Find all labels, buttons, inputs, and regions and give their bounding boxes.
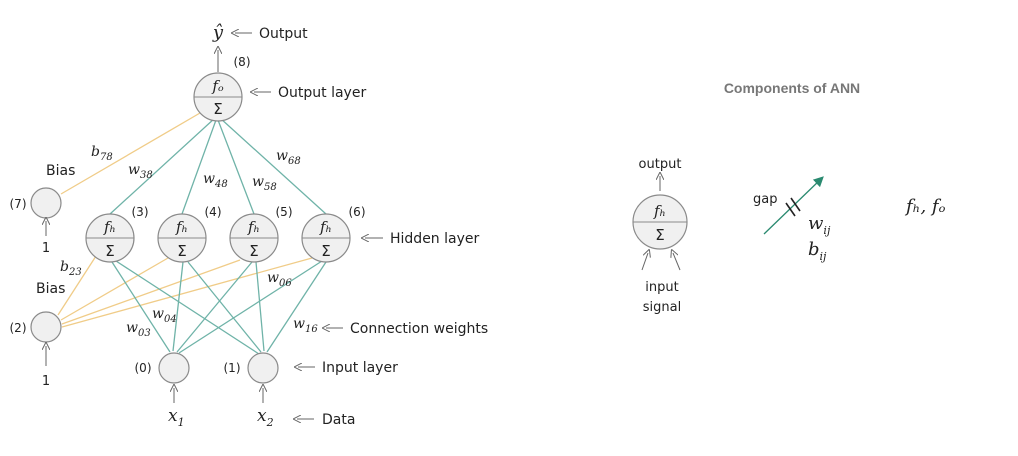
hidden-node-fn: fₕ	[319, 218, 332, 236]
connection-weights-label: Connection weights	[350, 321, 488, 337]
component-bias: bij	[808, 239, 827, 263]
output-node-fn: fₒ	[211, 77, 224, 95]
x2-symbol: x2	[257, 406, 274, 429]
input-node-index-1: (1)	[224, 361, 241, 375]
edge-x0-h5	[176, 261, 253, 353]
input-layer-label: Input layer	[322, 360, 398, 376]
component-input-arrow-left	[641, 253, 648, 271]
bias-node-2	[30, 311, 62, 343]
weight-w16: w16	[293, 316, 318, 335]
weight-w03: w03	[126, 320, 151, 339]
x1-symbol: x1	[168, 406, 185, 429]
output-node: fₒ Σ	[193, 72, 243, 122]
component-input-arrow-right	[673, 253, 681, 271]
component-input-label: input	[645, 280, 678, 295]
component-output-label: output	[639, 157, 682, 172]
edge-x1-h5	[255, 261, 265, 352]
weight-b23: b23	[60, 259, 82, 278]
hidden-node-sum: Σ	[249, 242, 258, 260]
edge-group	[57, 112, 327, 355]
hidden-node-6: fₕ Σ	[301, 213, 351, 263]
hidden-node-4: fₕ Σ	[157, 213, 207, 263]
component-activation-functions: fₕ, fₒ	[904, 196, 946, 217]
edge-x0-h4	[172, 261, 184, 352]
bias-top-label: Bias	[46, 163, 75, 179]
components-title: Components of ANN	[724, 80, 860, 96]
output-node-sum: Σ	[213, 100, 222, 118]
edge-x0-h6	[178, 260, 323, 354]
edge-bias2-h6	[61, 257, 313, 328]
bias-top-value: 1	[42, 241, 50, 256]
weight-w04: w04	[152, 306, 177, 325]
hidden-node-5: fₕ Σ	[229, 213, 279, 263]
component-neuron: fₕ Σ	[632, 194, 688, 250]
edge-h3-output	[109, 117, 216, 215]
weight-w68: w68	[276, 148, 301, 167]
bias-bottom-value: 1	[42, 374, 50, 389]
hidden-node-3: fₕ Σ	[85, 213, 135, 263]
hidden-node-index-6: (6)	[349, 205, 366, 219]
weight-w48: w48	[203, 171, 228, 190]
input-node-index-0: (0)	[135, 361, 152, 375]
hidden-node-fn: fₕ	[247, 218, 260, 236]
hidden-node-index-5: (5)	[276, 205, 293, 219]
component-neuron-sum: Σ	[655, 226, 664, 244]
bias-node-7	[30, 187, 62, 219]
weight-w58: w58	[252, 174, 277, 193]
edge-bias2-h5	[61, 259, 241, 325]
edge-x0-h3	[111, 261, 171, 353]
bias-bottom-index: (2)	[10, 321, 27, 335]
hidden-layer-label: Hidden layer	[390, 231, 479, 247]
component-neuron-fn: fₕ	[653, 202, 666, 220]
hidden-node-fn: fₕ	[175, 218, 188, 236]
hidden-node-index-3: (3)	[132, 205, 149, 219]
edge-x1-h4	[187, 261, 262, 353]
component-connection-line	[763, 176, 824, 235]
weight-w38: w38	[128, 162, 153, 181]
edge-x1-h6	[266, 261, 327, 353]
edge-x1-h3	[115, 260, 260, 355]
edge-h4-output	[181, 119, 217, 215]
input-node-1	[247, 352, 279, 384]
edge-bias7-output	[60, 112, 201, 195]
hidden-node-sum: Σ	[177, 242, 186, 260]
hidden-node-sum: Σ	[321, 242, 330, 260]
component-gap-label: gap	[753, 192, 777, 207]
component-gap-bar-1	[785, 202, 796, 217]
output-symbol: ŷ	[212, 22, 224, 43]
bias-bottom-label: Bias	[36, 281, 65, 297]
weight-b78: b78	[91, 144, 113, 163]
edge-h6-output	[219, 117, 327, 215]
component-signal-label: signal	[643, 300, 681, 315]
hidden-node-index-4: (4)	[205, 205, 222, 219]
input-node-0	[158, 352, 190, 384]
output-layer-label: Output layer	[278, 85, 366, 101]
component-weight: wij	[808, 213, 831, 237]
edge-bias2-h3	[57, 255, 97, 316]
component-gap-bar-2	[790, 197, 801, 212]
weight-w06: w06	[267, 270, 292, 289]
output-node-index: (8)	[234, 55, 251, 69]
edge-h5-output	[217, 119, 255, 215]
hidden-node-fn: fₕ	[103, 218, 116, 236]
edge-bias2-h4	[60, 257, 169, 321]
output-label: Output	[259, 26, 308, 42]
bias-top-index: (7)	[10, 197, 27, 211]
data-label: Data	[322, 412, 355, 428]
hidden-node-sum: Σ	[105, 242, 114, 260]
